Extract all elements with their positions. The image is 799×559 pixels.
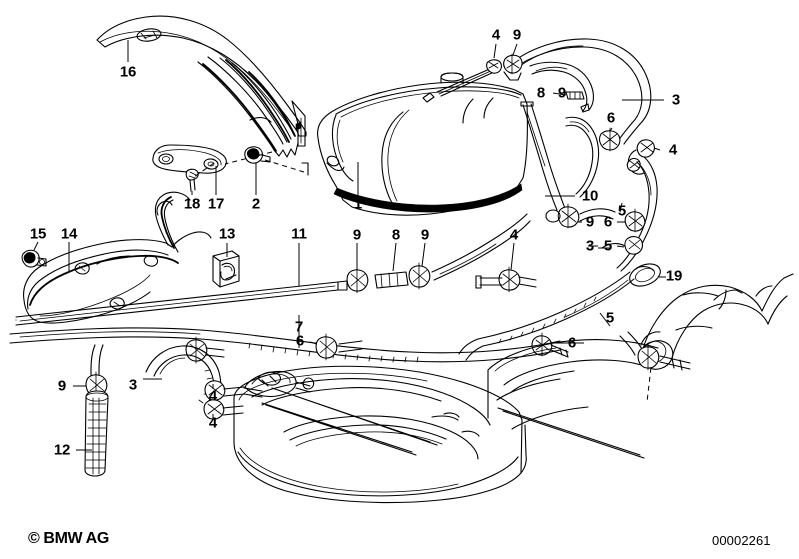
part-2-rubber-mount xyxy=(244,146,309,195)
callout-6-a: 6 xyxy=(606,109,616,127)
clamp-6-mid xyxy=(309,333,363,361)
callout-1: 1 xyxy=(353,195,363,213)
callout-15: 15 xyxy=(29,225,47,243)
part-18-screw xyxy=(185,168,199,195)
callout-11: 11 xyxy=(291,225,307,243)
callout-3-b: 3 xyxy=(585,237,595,255)
callout-7: 7 xyxy=(294,318,304,336)
part-7-fuel-hose xyxy=(9,315,561,363)
callout-9-b: 9 xyxy=(557,84,567,102)
callout-16: 16 xyxy=(119,63,137,81)
callout-13: 13 xyxy=(218,225,236,243)
callout-14: 14 xyxy=(60,225,78,243)
clamp-4-center xyxy=(475,242,537,293)
filler-neck-pipe xyxy=(640,273,794,403)
part-17-bracket xyxy=(152,144,227,195)
callout-10: 10 xyxy=(581,187,599,205)
right-hose-assembly xyxy=(565,116,661,272)
part-10-filler-hose xyxy=(520,101,575,212)
callout-5-c: 5 xyxy=(605,309,615,327)
connector-assembly-middle xyxy=(346,213,531,294)
part-13-hose-bracket xyxy=(212,243,240,288)
callout-4-c: 4 xyxy=(509,226,519,244)
callout-9-d: 9 xyxy=(352,226,362,244)
callout-8-b: 8 xyxy=(391,226,401,244)
clamp-9-tank-bottom xyxy=(545,202,623,229)
callout-6-c: 6 xyxy=(567,334,577,352)
callout-3-c: 3 xyxy=(128,376,138,394)
fuel-tank xyxy=(233,365,527,504)
callout-4-d: 4 xyxy=(208,387,218,405)
part-3-vent-hose-top xyxy=(512,38,664,145)
callout-8-a: 8 xyxy=(536,84,546,102)
part-12-ventilation-hose xyxy=(76,390,109,477)
callout-3-a: 3 xyxy=(671,91,681,109)
part-1-expansion-tank xyxy=(317,67,528,216)
callout-4-a: 4 xyxy=(491,26,501,44)
callout-9-a: 9 xyxy=(512,26,522,44)
callout-5-b: 5 xyxy=(603,237,613,255)
part-15-screw xyxy=(21,241,47,268)
part-5-long-vent-hoses xyxy=(458,247,635,361)
part-19-sealing-ring xyxy=(629,263,666,287)
rear-tank-section xyxy=(487,292,719,459)
callout-5-a: 5 xyxy=(617,202,627,220)
callout-4-e: 4 xyxy=(208,414,218,432)
callout-19: 19 xyxy=(665,267,683,285)
hose-assembly-top xyxy=(529,61,594,113)
hose-3-5-lower-right xyxy=(588,236,643,255)
callout-2: 2 xyxy=(251,195,261,213)
part-3-lower-vent-hose xyxy=(143,345,245,420)
tank-left-connector xyxy=(243,387,263,398)
clamp-6-center-right xyxy=(617,208,646,233)
callout-18: 18 xyxy=(183,195,201,213)
clamps-top-tank xyxy=(486,43,523,81)
callout-9-e: 9 xyxy=(420,226,430,244)
callout-12: 12 xyxy=(53,441,71,459)
hose-clamp-6-right-tank xyxy=(560,331,691,371)
part-11-fuel-pipe xyxy=(15,243,348,326)
callout-6-d: 6 xyxy=(295,332,305,350)
diagram-number: 00002261 xyxy=(712,533,771,548)
part-16-heat-shield xyxy=(96,15,307,158)
callout-17: 17 xyxy=(207,195,225,213)
callout-4-b: 4 xyxy=(668,141,678,159)
callout-9-c: 9 xyxy=(585,213,595,231)
callout-9-f: 9 xyxy=(57,377,67,395)
callout-6-b: 6 xyxy=(603,213,613,231)
copyright-notice: © BMW AG xyxy=(28,530,109,547)
